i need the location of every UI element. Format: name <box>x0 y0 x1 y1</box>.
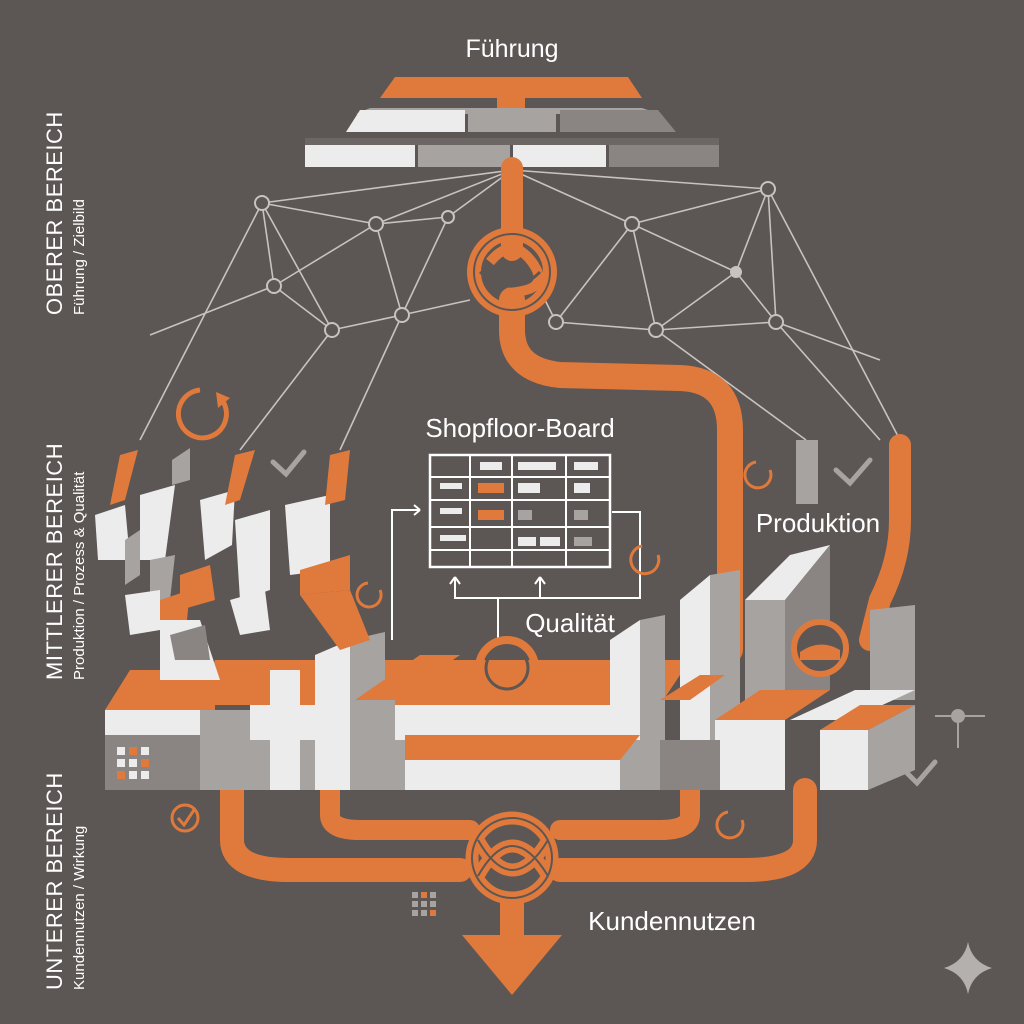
production-bar <box>796 440 818 504</box>
customer-arrow <box>462 895 562 995</box>
side-section-upper: OBERER BEREICH Führung / Zielbild <box>42 111 88 315</box>
network-web <box>139 169 901 451</box>
side-subtitle-middle: Produktion / Prozess & Qualität <box>71 471 88 680</box>
label-customer-value: Kundennutzen <box>588 906 756 936</box>
label-quality: Qualität <box>525 608 615 638</box>
fragmented-process-blocks <box>95 448 370 680</box>
side-title-middle: MITTLERER BEREICH <box>42 443 67 680</box>
network-nodes <box>254 181 784 338</box>
cycle-arrow-icon <box>355 460 773 840</box>
side-title-upper: OBERER BEREICH <box>42 111 67 315</box>
node-connector-icon <box>935 709 985 748</box>
shopfloor-board <box>428 453 612 569</box>
checkmark-icon <box>270 449 938 787</box>
grid-icon <box>117 747 149 779</box>
knot-icon <box>467 227 557 317</box>
sparkle-icon <box>944 942 992 994</box>
knot-icon <box>465 811 559 905</box>
feedback-arrows <box>391 504 641 640</box>
production-gauge <box>791 619 849 677</box>
grid-icon <box>412 892 436 916</box>
side-title-lower: UNTERER BEREICH <box>42 772 67 990</box>
side-subtitle-lower: Kundennutzen / Wirkung <box>71 826 88 990</box>
side-section-middle: MITTLERER BEREICH Produktion / Prozess &… <box>42 443 88 680</box>
label-shopfloor-board: Shopfloor-Board <box>425 413 614 443</box>
cycle-arrow-icon <box>175 387 230 441</box>
label-leadership: Führung <box>465 35 558 63</box>
checkmark-icon <box>170 803 200 833</box>
production-floor <box>105 545 915 790</box>
label-production: Produktion <box>756 508 880 538</box>
side-subtitle-upper: Führung / Zielbild <box>71 199 88 315</box>
side-section-lower: UNTERER BEREICH Kundennutzen / Wirkung <box>42 772 88 990</box>
quality-ring <box>475 636 539 700</box>
leadership-platform <box>305 77 719 167</box>
